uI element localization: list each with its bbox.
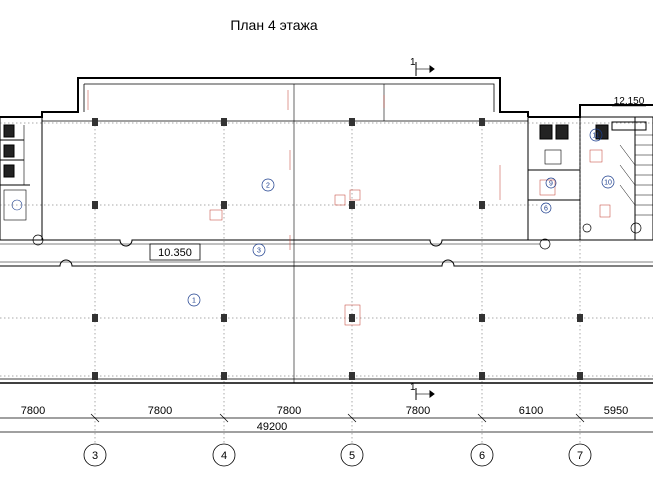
column	[577, 372, 583, 380]
room-marker-3: 3	[252, 243, 266, 257]
dim-span-6: 5950	[604, 405, 628, 417]
svg-text:3: 3	[92, 450, 98, 462]
svg-text:12.150: 12.150	[614, 96, 645, 107]
dim-span-4: 7800	[406, 405, 430, 417]
room-marker-10: 10	[601, 175, 615, 189]
svg-text:9: 9	[549, 181, 553, 188]
svg-text:3: 3	[257, 248, 261, 255]
column	[221, 118, 227, 126]
room-marker-9: 9	[545, 177, 557, 189]
section-label-bottom: 1	[410, 382, 416, 393]
axis-bubble-3: 3	[83, 443, 107, 467]
column	[479, 118, 485, 126]
svg-text:10.350: 10.350	[158, 247, 192, 259]
dim-span-3: 7800	[277, 405, 301, 417]
column	[221, 372, 227, 380]
dim-total: 49200	[257, 421, 288, 433]
room-marker-2: 2	[261, 178, 275, 192]
left-service-block	[0, 116, 43, 241]
inner-wall-lines	[0, 83, 653, 380]
column	[221, 201, 227, 209]
equipment-symbols	[32, 222, 642, 250]
room-marker-11: 11	[589, 128, 603, 142]
column	[479, 314, 485, 322]
hydrant-icon	[630, 222, 642, 234]
svg-text:7: 7	[577, 450, 583, 462]
svg-text:1: 1	[192, 298, 196, 305]
column	[577, 314, 583, 322]
red-annotations	[87, 90, 611, 326]
column	[479, 201, 485, 209]
hydrant-icon	[32, 234, 44, 246]
right-service-block	[527, 116, 653, 241]
plan-title: План 4 этажа	[230, 17, 318, 33]
svg-text:10: 10	[604, 180, 612, 187]
room-marker-6: 6	[540, 202, 552, 214]
column	[92, 201, 98, 209]
column	[349, 118, 355, 126]
svg-text:4: 4	[221, 450, 227, 462]
section-mark-bottom	[415, 388, 435, 400]
svg-text:5: 5	[349, 450, 355, 462]
column	[479, 372, 485, 380]
columns	[92, 118, 583, 380]
column	[92, 314, 98, 322]
svg-text:2: 2	[266, 183, 270, 190]
column	[92, 118, 98, 126]
hydrant-icon	[582, 223, 592, 233]
grid-lines-vertical	[94, 121, 581, 445]
level-mark-stair: 12.150	[612, 96, 646, 107]
grid-lines-horizontal	[0, 122, 653, 377]
axis-bubbles: 3 4 5 6 7	[83, 443, 592, 467]
column	[221, 314, 227, 322]
column	[349, 372, 355, 380]
axis-bubble-4: 4	[212, 443, 236, 467]
dim-span-5: 6100	[519, 405, 543, 417]
room-markers: 1 2 3 6 9 10 11	[187, 128, 615, 307]
column	[92, 372, 98, 380]
section-mark-top	[415, 62, 435, 76]
corridor-walls	[0, 239, 653, 267]
dim-span-1: 7800	[21, 405, 45, 417]
hydrant-icon	[539, 238, 551, 250]
column	[349, 314, 355, 322]
dim-span-2: 7800	[148, 405, 172, 417]
level-mark-main: 10.350	[149, 243, 201, 261]
svg-text:6: 6	[479, 450, 485, 462]
dimension-lines	[0, 413, 653, 433]
axis-bubble-5: 5	[340, 443, 364, 467]
svg-text:11: 11	[592, 133, 599, 140]
svg-text:6: 6	[544, 206, 548, 213]
axis-bubble-6: 6	[470, 443, 494, 467]
room-marker-1: 1	[187, 293, 201, 307]
column	[349, 201, 355, 209]
axis-bubble-7: 7	[568, 443, 592, 467]
section-label-top: 1	[410, 57, 416, 68]
